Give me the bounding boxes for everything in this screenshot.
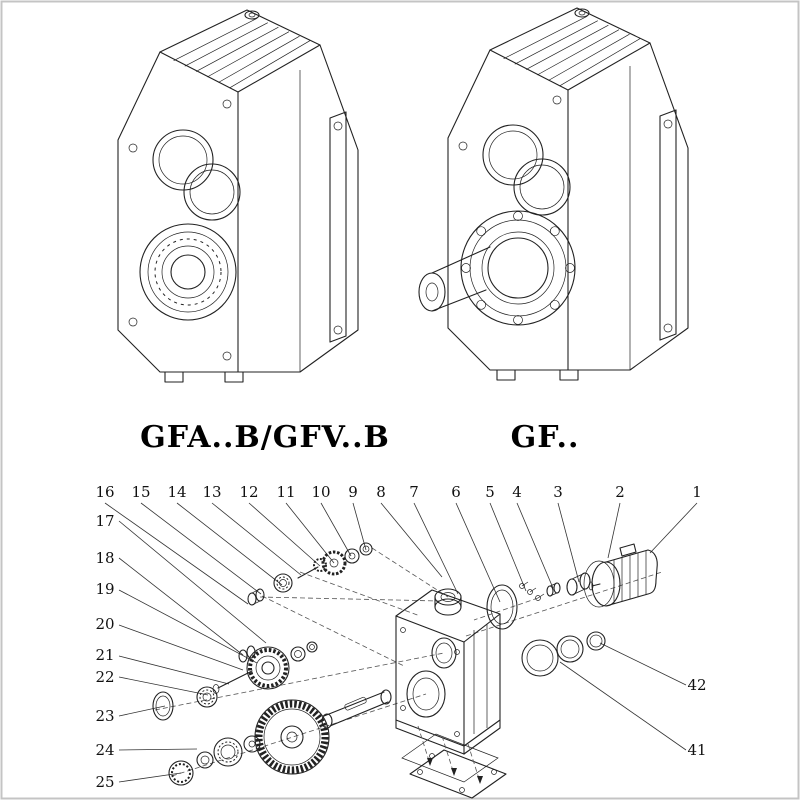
callout-18: 18: [95, 549, 114, 567]
callout-14: 14: [167, 483, 186, 501]
input-shaft-parts: [247, 542, 373, 606]
callout-7: 7: [409, 483, 419, 501]
callout-19: 19: [95, 580, 114, 598]
motor: [583, 543, 658, 608]
callout-11: 11: [276, 483, 295, 501]
callout-25: 25: [95, 773, 114, 791]
callout-2: 2: [615, 483, 625, 501]
callout-21: 21: [95, 646, 114, 664]
callout-10: 10: [311, 483, 330, 501]
callout-4: 4: [512, 483, 522, 501]
arrowhead: [451, 768, 457, 776]
callout-17: 17: [95, 512, 114, 530]
motor-side-parts: [486, 572, 606, 677]
cooling-ribs: [503, 15, 641, 87]
exploded-view: 16 15 14 13 12 11 10 9 8 7 6 5 4 3 2 1 1…: [95, 483, 707, 799]
callout-6: 6: [451, 483, 461, 501]
output-shaft: [418, 246, 491, 312]
callout-22: 22: [95, 668, 114, 686]
motor-fins: [613, 551, 647, 604]
callout-16: 16: [95, 483, 114, 501]
side-flange: [659, 109, 677, 341]
leader-lines-top: [104, 502, 698, 605]
housing: [395, 588, 501, 755]
leader-lines-left: [118, 520, 267, 783]
output-shaft-parts: [168, 689, 392, 786]
leader-lines-right: [559, 642, 687, 751]
model-label-right: GF..: [511, 420, 580, 455]
callout-15: 15: [131, 483, 150, 501]
assembly-axes: [154, 547, 663, 777]
callouts-right: 42 41: [687, 676, 706, 759]
output-flange: [460, 210, 576, 326]
side-flange: [329, 111, 347, 343]
breather-cap: [244, 10, 260, 20]
callout-20: 20: [95, 615, 114, 633]
model-label-left: GFA..B/GFV..B: [140, 420, 390, 455]
base-cover-parts: [401, 725, 507, 799]
callout-42: 42: [687, 676, 706, 694]
callout-3: 3: [553, 483, 563, 501]
callout-8: 8: [376, 483, 386, 501]
output-bearing: [139, 223, 237, 321]
gearbox-right-drawing: [418, 7, 689, 381]
callout-1: 1: [692, 483, 702, 501]
intermediate-shaft-parts: [152, 641, 318, 721]
arrowhead: [477, 776, 483, 784]
callout-24: 24: [95, 741, 114, 759]
callout-13: 13: [202, 483, 221, 501]
callout-5: 5: [485, 483, 495, 501]
arrowhead: [427, 758, 433, 766]
callout-9: 9: [348, 483, 358, 501]
terminal-box: [619, 543, 637, 557]
callout-41: 41: [687, 741, 706, 759]
callouts-left: 17 18 19 20 21 22 23 24 25: [95, 512, 114, 791]
callouts-top: 16 15 14 13 12 11 10 9 8 7 6 5 4 3 2 1: [95, 483, 701, 501]
cooling-ribs: [173, 17, 311, 89]
callout-23: 23: [95, 707, 114, 725]
breather-cap: [574, 8, 590, 18]
gearbox-left-drawing: [117, 9, 359, 383]
callout-12: 12: [239, 483, 258, 501]
